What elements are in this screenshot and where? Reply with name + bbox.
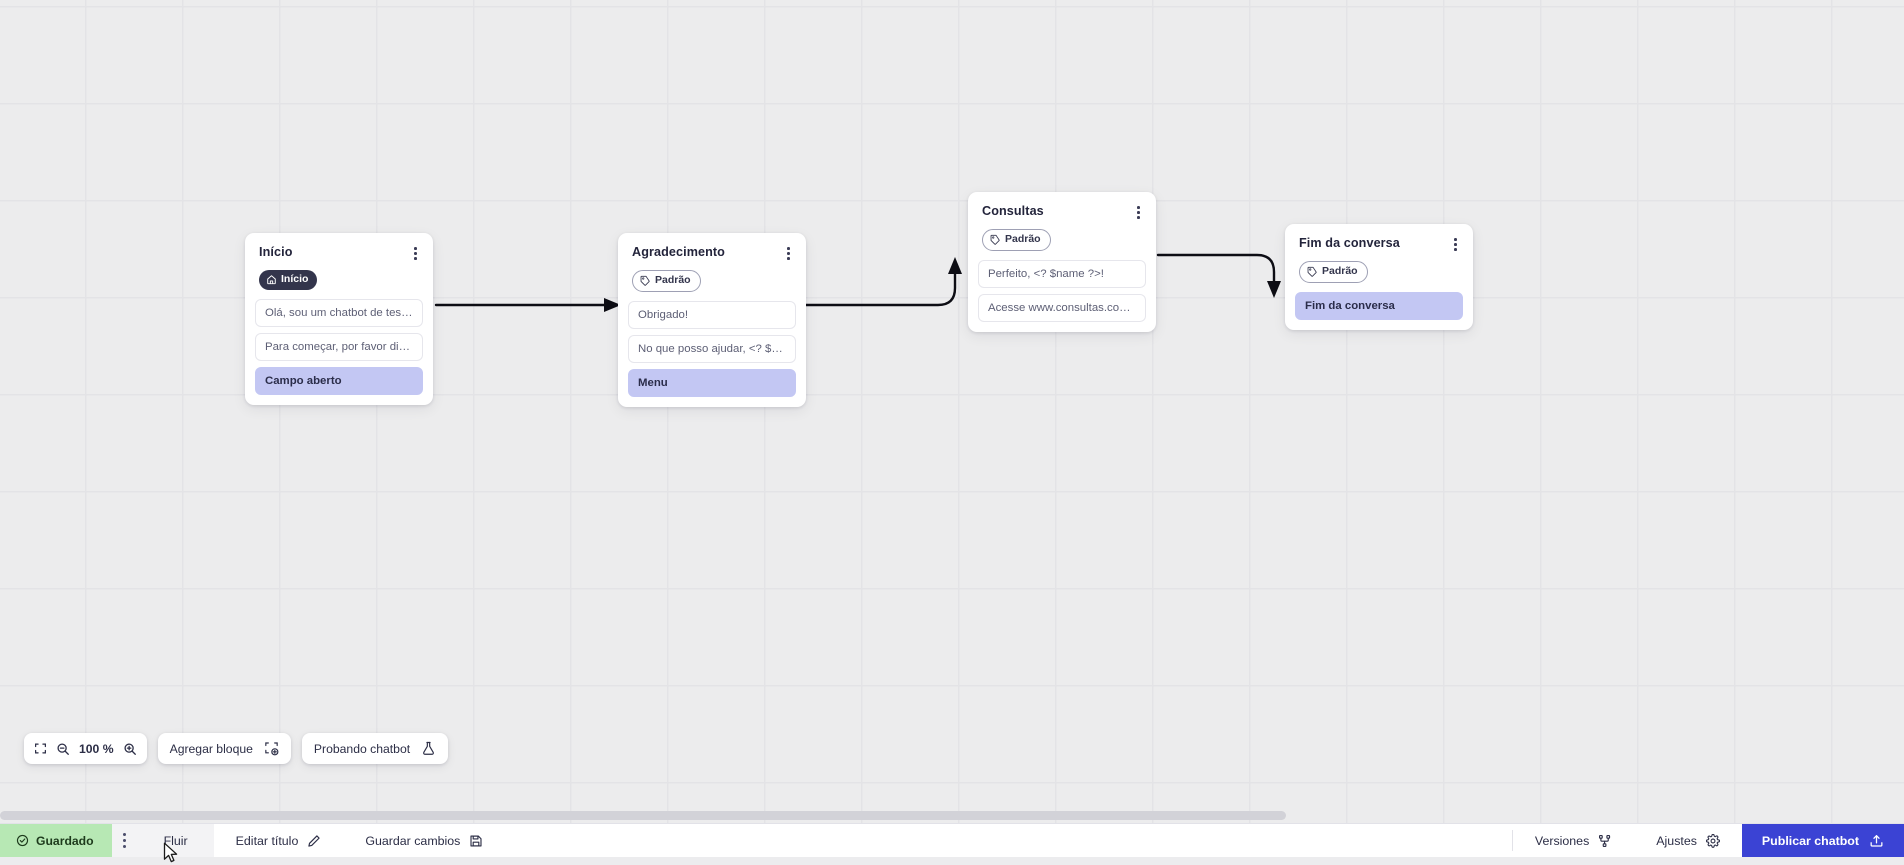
flow-node-consultas[interactable]: Consultas Padrão Perfeito, <? $name ?>! … — [968, 192, 1156, 332]
connector-agradecimento-to-consultas — [805, 257, 962, 305]
node-badge-label: Padrão — [1322, 266, 1358, 277]
node-row[interactable]: No que posso ajudar, <? $name ... — [628, 335, 796, 363]
node-badge-padrao[interactable]: Padrão — [1299, 261, 1368, 283]
connector-layer — [0, 0, 1904, 823]
edit-title-button[interactable]: Editar título — [214, 824, 344, 857]
save-changes-button[interactable]: Guardar cambios — [343, 824, 505, 857]
node-title: Consultas — [982, 204, 1044, 218]
node-row-highlight[interactable]: Menu — [628, 369, 796, 397]
connector-inicio-to-agradecimento — [436, 298, 621, 312]
upload-icon — [1869, 833, 1884, 848]
node-badge-row: Padrão — [978, 221, 1146, 260]
publish-chatbot-button[interactable]: Publicar chatbot — [1742, 824, 1904, 857]
node-header: Agradecimento — [628, 243, 796, 262]
node-row[interactable]: Perfeito, <? $name ?>! — [978, 260, 1146, 288]
save-changes-label: Guardar cambios — [365, 834, 460, 848]
branch-icon — [1598, 834, 1612, 848]
add-block-button[interactable]: Agregar bloque — [158, 733, 291, 764]
node-badge-row: Padrão — [1295, 253, 1463, 292]
publish-chatbot-label: Publicar chatbot — [1762, 834, 1859, 848]
versions-label: Versiones — [1535, 834, 1589, 848]
node-badge-label: Início — [281, 274, 308, 285]
node-badge-row: Início — [255, 262, 423, 299]
tag-icon — [990, 234, 1001, 245]
node-title: Início — [259, 245, 293, 259]
zoom-level-label: 100 % — [79, 742, 114, 756]
scrollbar-thumb[interactable] — [0, 811, 1286, 820]
saved-status-label: Guardado — [36, 834, 94, 848]
test-chatbot-label: Probando chatbot — [314, 742, 410, 756]
flask-icon — [421, 741, 436, 756]
add-block-label: Agregar bloque — [170, 742, 253, 756]
node-menu-icon[interactable] — [408, 245, 421, 262]
flow-node-fim-da-conversa[interactable]: Fim da conversa Padrão Fim da conversa — [1285, 224, 1473, 330]
test-chatbot-button[interactable]: Probando chatbot — [302, 733, 448, 764]
node-row[interactable]: Para começar, por favor digite o ... — [255, 333, 423, 361]
add-block-icon — [264, 741, 279, 756]
settings-button[interactable]: Ajustes — [1634, 824, 1742, 857]
home-icon — [266, 274, 277, 285]
connector-consultas-to-fim — [1158, 255, 1281, 298]
saved-status-badge: Guardado — [0, 824, 112, 857]
save-icon — [469, 834, 483, 848]
flow-node-agradecimento[interactable]: Agradecimento Padrão Obrigado! No que po… — [618, 233, 806, 407]
status-bar-right: Versiones Ajustes Publicar chatbot — [1512, 824, 1904, 857]
node-title: Agradecimento — [632, 245, 725, 259]
pencil-icon — [307, 834, 321, 848]
tab-fluir-label: Fluir — [164, 834, 188, 848]
node-badge-label: Padrão — [1005, 234, 1041, 245]
node-row-highlight[interactable]: Campo aberto — [255, 367, 423, 395]
tab-fluir[interactable]: Fluir — [138, 824, 214, 857]
canvas-horizontal-scrollbar[interactable] — [0, 811, 1904, 820]
node-row[interactable]: Olá, sou um chatbot de teste! — [255, 299, 423, 327]
node-header: Início — [255, 243, 423, 262]
node-row-highlight[interactable]: Fim da conversa — [1295, 292, 1463, 320]
node-menu-icon[interactable] — [781, 245, 794, 262]
node-badge-row: Padrão — [628, 262, 796, 301]
settings-label: Ajustes — [1656, 834, 1697, 848]
node-menu-icon[interactable] — [1448, 236, 1461, 253]
tag-icon — [1307, 266, 1318, 277]
check-circle-icon — [16, 834, 29, 847]
node-title: Fim da conversa — [1299, 236, 1400, 250]
canvas-toolbar: 100 % Agregar bloque Probando chatbot — [24, 733, 448, 764]
zoom-out-icon[interactable] — [56, 742, 70, 756]
node-menu-icon[interactable] — [1131, 204, 1144, 221]
bottom-status-bar: Guardado Fluir Editar título Guardar cam… — [0, 823, 1904, 857]
node-header: Fim da conversa — [1295, 234, 1463, 253]
node-badge-padrao[interactable]: Padrão — [632, 270, 701, 292]
flow-node-inicio[interactable]: Início Início Olá, sou um chatbot de tes… — [245, 233, 433, 405]
flow-canvas[interactable]: Início Início Olá, sou um chatbot de tes… — [0, 0, 1904, 823]
node-row[interactable]: Obrigado! — [628, 301, 796, 329]
more-vertical-icon[interactable] — [112, 824, 138, 857]
node-row[interactable]: Acesse www.consultas.com par... — [978, 294, 1146, 322]
node-badge-inicio[interactable]: Início — [259, 270, 317, 290]
versions-button[interactable]: Versiones — [1513, 824, 1634, 857]
zoom-in-icon[interactable] — [123, 742, 137, 756]
zoom-controls: 100 % — [24, 733, 147, 764]
node-badge-padrao[interactable]: Padrão — [982, 229, 1051, 251]
gear-icon — [1706, 834, 1720, 848]
node-header: Consultas — [978, 202, 1146, 221]
fit-screen-icon[interactable] — [34, 742, 47, 755]
status-bar-left: Guardado Fluir Editar título Guardar cam… — [0, 824, 505, 857]
edit-title-label: Editar título — [236, 834, 299, 848]
node-badge-label: Padrão — [655, 275, 691, 286]
tag-icon — [640, 275, 651, 286]
